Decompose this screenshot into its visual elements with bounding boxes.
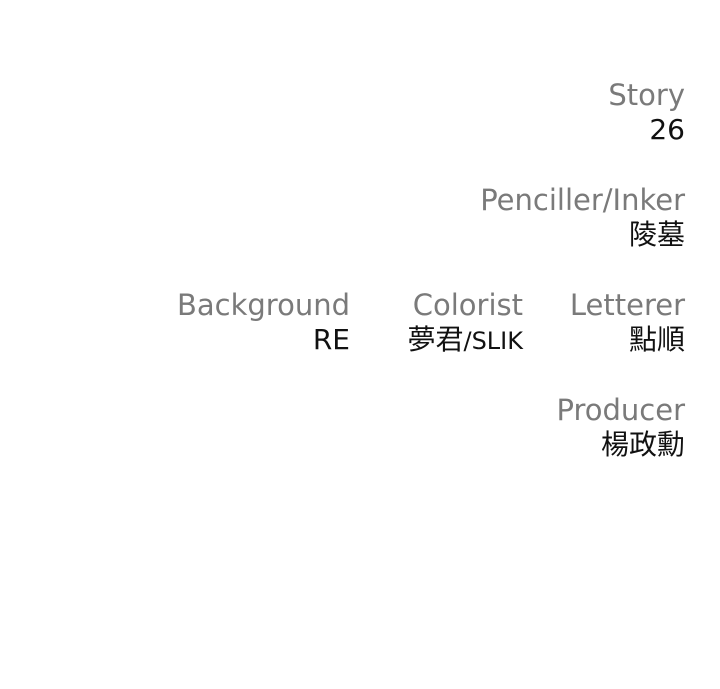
role-label-letterer: Letterer	[569, 288, 685, 322]
person-name-letterer: 點順	[628, 323, 685, 356]
role-label-background: Background	[176, 288, 350, 322]
role-label-producer: Producer	[556, 393, 685, 427]
credit-colorist: Colorist 夢君/SLIK	[407, 288, 523, 359]
role-label-story: Story	[608, 78, 685, 112]
person-name-producer: 楊政勳	[600, 428, 685, 461]
credit-background: Background RE	[177, 288, 350, 358]
person-name-story: 26	[649, 113, 685, 146]
credit-letterer: Letterer 點順	[570, 288, 685, 358]
role-label-penciller-inker: Penciller/Inker	[480, 183, 685, 217]
credit-penciller-inker: Penciller/Inker 陵墓	[480, 183, 685, 253]
credit-producer: Producer 楊政勳	[556, 393, 685, 463]
person-name-penciller-inker: 陵墓	[628, 218, 685, 251]
person-name-colorist-cjk: 夢君	[407, 323, 464, 356]
role-label-colorist: Colorist	[412, 288, 523, 322]
person-name-colorist-latin: /SLIK	[463, 327, 523, 355]
person-name-colorist: 夢君/SLIK	[407, 322, 523, 359]
person-name-background: RE	[312, 323, 350, 356]
credit-story: Story 26	[608, 78, 685, 148]
